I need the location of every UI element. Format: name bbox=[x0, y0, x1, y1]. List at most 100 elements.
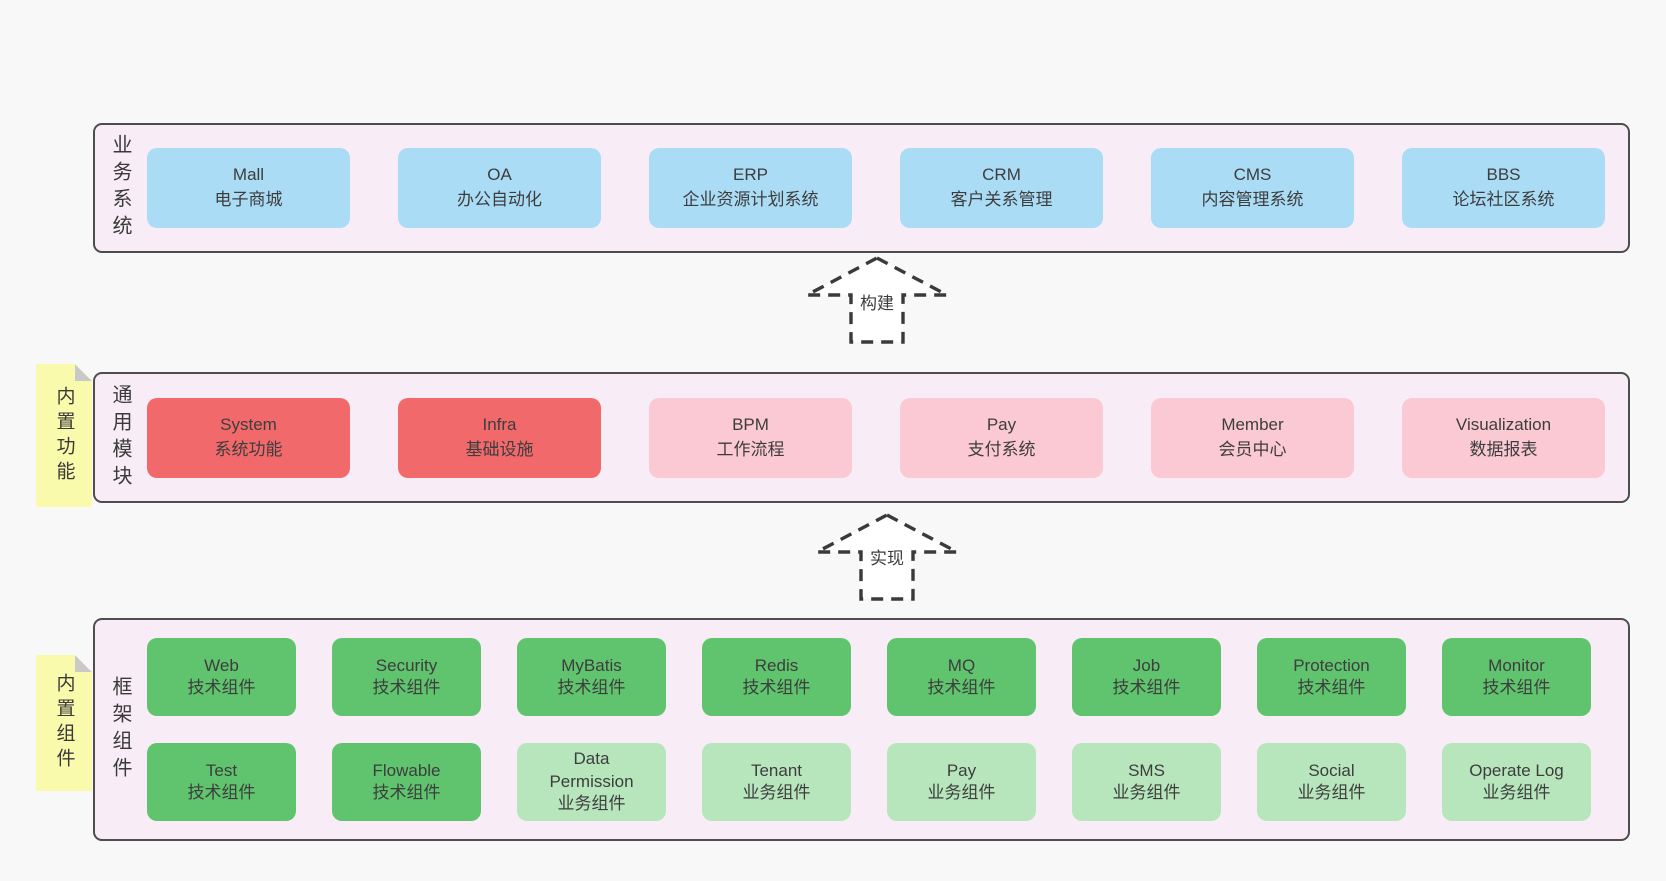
module-box-protection: Protection 技术组件 bbox=[1257, 638, 1406, 716]
module-box-system: System 系统功能 bbox=[147, 397, 350, 478]
common-modules-row: System 系统功能 Infra 基础设施 BPM 工作流程 Pay 支付系统 Member 会… bbox=[147, 397, 1628, 478]
module-box-social: Social 业务组件 bbox=[1257, 743, 1406, 821]
module-desc: 电子商城 bbox=[214, 190, 283, 209]
module-name: Test bbox=[205, 760, 238, 780]
module-box-cms: CMS 内容管理系统 bbox=[1151, 148, 1354, 228]
layer-label-business-systems: 业务系统 bbox=[109, 134, 131, 242]
module-name: Protection bbox=[1293, 655, 1370, 675]
module-name: Data Permission bbox=[549, 749, 634, 791]
note-text: 内置组件 bbox=[53, 673, 75, 773]
module-desc: 业务组件 bbox=[1482, 783, 1551, 802]
module-desc: 技术组件 bbox=[1112, 678, 1181, 697]
module-desc: 数据报表 bbox=[1469, 439, 1538, 459]
module-name: Pay bbox=[946, 760, 977, 780]
sticky-note-builtin-features: 内置功能 bbox=[36, 364, 92, 507]
module-box-erp: ERP 企业资源计划系统 bbox=[649, 148, 852, 228]
module-name: Member bbox=[1221, 414, 1284, 434]
module-name: Job bbox=[1132, 655, 1161, 675]
module-name: Pay bbox=[986, 414, 1017, 434]
module-box-mall: Mall 电子商城 bbox=[147, 148, 350, 228]
module-desc: 技术组件 bbox=[1482, 678, 1551, 697]
module-desc: 支付系统 bbox=[967, 439, 1036, 459]
module-desc: 技术组件 bbox=[557, 678, 626, 697]
module-name: BPM bbox=[732, 414, 769, 434]
module-box-data-permission: Data Permission 业务组件 bbox=[517, 743, 666, 821]
module-box-crm: CRM 客户关系管理 bbox=[900, 148, 1103, 228]
module-box-security: Security 技术组件 bbox=[332, 638, 481, 716]
module-desc: 系统功能 bbox=[214, 439, 283, 459]
module-box-visualization: Visualization 数据报表 bbox=[1402, 397, 1605, 478]
module-name: Infra bbox=[482, 414, 517, 434]
layer-label-common-modules: 通用模块 bbox=[109, 383, 131, 492]
module-box-sms: SMS 业务组件 bbox=[1072, 743, 1221, 821]
module-box-web: Web 技术组件 bbox=[147, 638, 296, 716]
module-box-bpm: BPM 工作流程 bbox=[649, 397, 852, 478]
module-desc: 办公自动化 bbox=[457, 190, 542, 209]
module-desc: 企业资源计划系统 bbox=[682, 190, 819, 209]
module-name: Operate Log bbox=[1469, 760, 1564, 780]
module-box-oa: OA 办公自动化 bbox=[398, 148, 601, 228]
module-name: BBS bbox=[1486, 165, 1521, 185]
module-box-test: Test 技术组件 bbox=[147, 743, 296, 821]
module-desc: 技术组件 bbox=[187, 783, 256, 802]
module-box-mq: MQ 技术组件 bbox=[887, 638, 1036, 716]
layer-business-systems: 业务系统 Mall 电子商城 OA 办公自动化 ERP 企业资源计划系统 CRM 客户关系管理… bbox=[93, 123, 1630, 253]
module-name: Redis bbox=[754, 655, 799, 675]
module-desc: 技术组件 bbox=[1297, 678, 1366, 697]
module-desc: 技术组件 bbox=[742, 678, 811, 697]
module-name: System bbox=[220, 414, 277, 434]
note-fold-corner bbox=[75, 655, 92, 672]
module-desc: 业务组件 bbox=[927, 783, 996, 802]
build-arrow: 构建 bbox=[797, 255, 957, 345]
module-name: OA bbox=[487, 165, 512, 185]
module-desc: 会员中心 bbox=[1218, 439, 1287, 459]
module-name: CMS bbox=[1233, 165, 1272, 185]
module-desc: 内容管理系统 bbox=[1201, 190, 1304, 209]
module-desc: 技术组件 bbox=[927, 678, 996, 697]
module-box-member: Member 会员中心 bbox=[1151, 397, 1354, 478]
business-systems-row: Mall 电子商城 OA 办公自动化 ERP 企业资源计划系统 CRM 客户关系管理 CMS 内容… bbox=[147, 148, 1628, 228]
module-name: ERP bbox=[733, 165, 768, 185]
module-desc: 业务组件 bbox=[1297, 783, 1366, 802]
note-text: 内置功能 bbox=[53, 385, 75, 486]
module-desc: 业务组件 bbox=[1112, 783, 1181, 802]
module-box-job: Job 技术组件 bbox=[1072, 638, 1221, 716]
module-name: Social bbox=[1308, 760, 1355, 780]
module-name: Flowable bbox=[372, 760, 441, 780]
sticky-note-builtin-components: 内置组件 bbox=[36, 655, 92, 791]
module-box-pay: Pay 业务组件 bbox=[887, 743, 1036, 821]
module-desc: 工作流程 bbox=[716, 439, 785, 459]
module-box-pay: Pay 支付系统 bbox=[900, 397, 1103, 478]
module-name: Monitor bbox=[1488, 655, 1545, 675]
module-box-mybatis: MyBatis 技术组件 bbox=[517, 638, 666, 716]
module-name: Web bbox=[204, 655, 239, 675]
layer-common-modules: 通用模块 System 系统功能 Infra 基础设施 BPM 工作流程 Pay 支付系统 Me… bbox=[93, 372, 1630, 503]
module-box-operate-log: Operate Log 业务组件 bbox=[1442, 743, 1591, 821]
module-name: Visualization bbox=[1455, 414, 1552, 434]
module-box-monitor: Monitor 技术组件 bbox=[1442, 638, 1591, 716]
module-name: Security bbox=[375, 655, 438, 675]
module-name: SMS bbox=[1128, 760, 1165, 780]
module-name: MQ bbox=[947, 655, 976, 675]
module-box-redis: Redis 技术组件 bbox=[702, 638, 851, 716]
module-name: CRM bbox=[982, 165, 1021, 185]
module-desc: 业务组件 bbox=[557, 794, 626, 814]
module-desc: 技术组件 bbox=[372, 783, 441, 802]
module-desc: 业务组件 bbox=[742, 783, 811, 802]
module-desc: 基础设施 bbox=[465, 439, 534, 459]
module-desc: 技术组件 bbox=[372, 678, 441, 697]
note-fold-corner bbox=[75, 364, 92, 381]
module-box-flowable: Flowable 技术组件 bbox=[332, 743, 481, 821]
module-desc: 技术组件 bbox=[187, 678, 256, 697]
module-box-infra: Infra 基础设施 bbox=[398, 397, 601, 478]
arrow-label-build: 构建 bbox=[856, 287, 898, 317]
module-name: Mall bbox=[232, 165, 265, 185]
layer-label-framework-components: 框架组件 bbox=[109, 675, 131, 784]
module-name: MyBatis bbox=[561, 655, 622, 675]
module-desc: 客户关系管理 bbox=[950, 190, 1053, 209]
